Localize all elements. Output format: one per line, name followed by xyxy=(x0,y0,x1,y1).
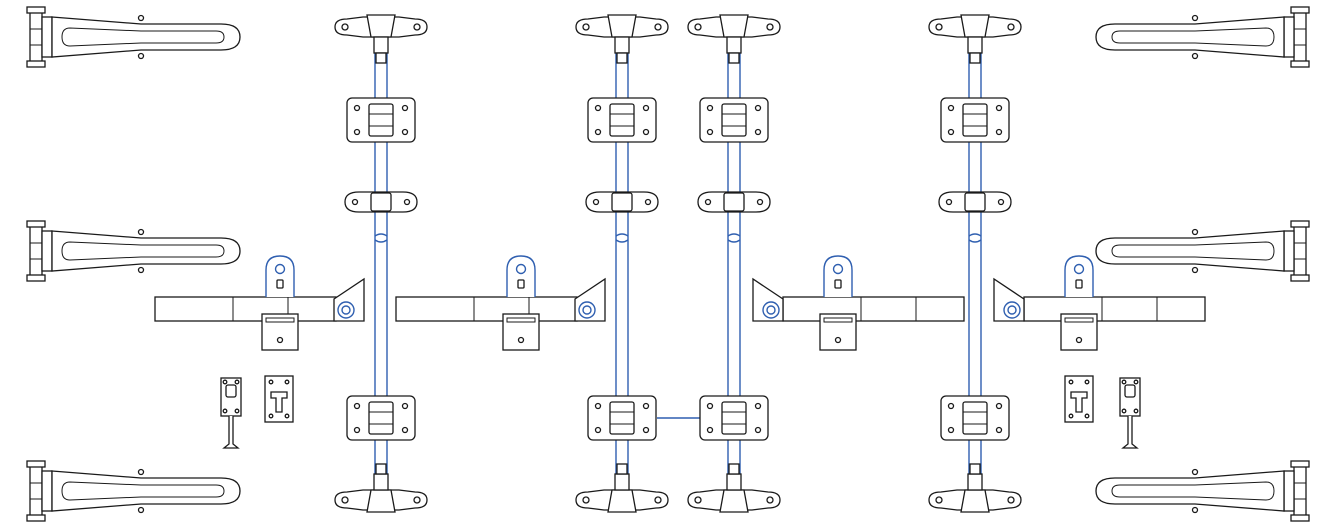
cam-keeper xyxy=(928,14,1022,64)
rod-guide xyxy=(346,395,416,441)
rods-layer xyxy=(374,40,982,500)
rod-bracket xyxy=(938,191,1012,213)
locking-handle xyxy=(1023,296,1206,322)
door-hinge xyxy=(26,220,241,282)
handle-retainer xyxy=(819,255,857,351)
door-holdback xyxy=(1064,375,1141,449)
rod-guide xyxy=(587,97,657,143)
rod-guide xyxy=(940,395,1010,441)
handle-retainer xyxy=(1060,255,1098,351)
cam-keeper xyxy=(334,463,428,513)
hinges-layer xyxy=(26,6,1310,522)
cam-keeper xyxy=(687,463,781,513)
cam-keeper xyxy=(575,14,669,64)
rod-guide xyxy=(940,97,1010,143)
rod-guide xyxy=(699,97,769,143)
door-hinge xyxy=(1095,220,1310,282)
rod-bracket xyxy=(697,191,771,213)
handle-retainer xyxy=(502,255,540,351)
door-hinge xyxy=(26,6,241,68)
cam-keeper xyxy=(334,14,428,64)
handles-layer xyxy=(154,255,1206,351)
rod-guide xyxy=(699,395,769,441)
door-hinge xyxy=(26,460,241,522)
parts-layer xyxy=(334,14,1022,513)
rod-bracket xyxy=(585,191,659,213)
cam-keeper xyxy=(575,463,669,513)
handle-pivot xyxy=(993,277,1025,322)
handle-pivot xyxy=(333,277,365,322)
locking-handle xyxy=(782,296,965,322)
handle-pivot xyxy=(574,277,606,322)
handle-pivot xyxy=(752,277,784,322)
locking-handle xyxy=(154,296,337,322)
rod-guide xyxy=(346,97,416,143)
door-hinge xyxy=(1095,6,1310,68)
holdbacks-layer xyxy=(220,375,1141,449)
locking-handle xyxy=(395,296,578,322)
door-hinge xyxy=(1095,460,1310,522)
cam-keeper xyxy=(687,14,781,64)
door-holdback xyxy=(220,375,294,449)
rod-guide xyxy=(587,395,657,441)
cam-keeper xyxy=(928,463,1022,513)
rod-bracket xyxy=(344,191,418,213)
handle-retainer xyxy=(261,255,299,351)
